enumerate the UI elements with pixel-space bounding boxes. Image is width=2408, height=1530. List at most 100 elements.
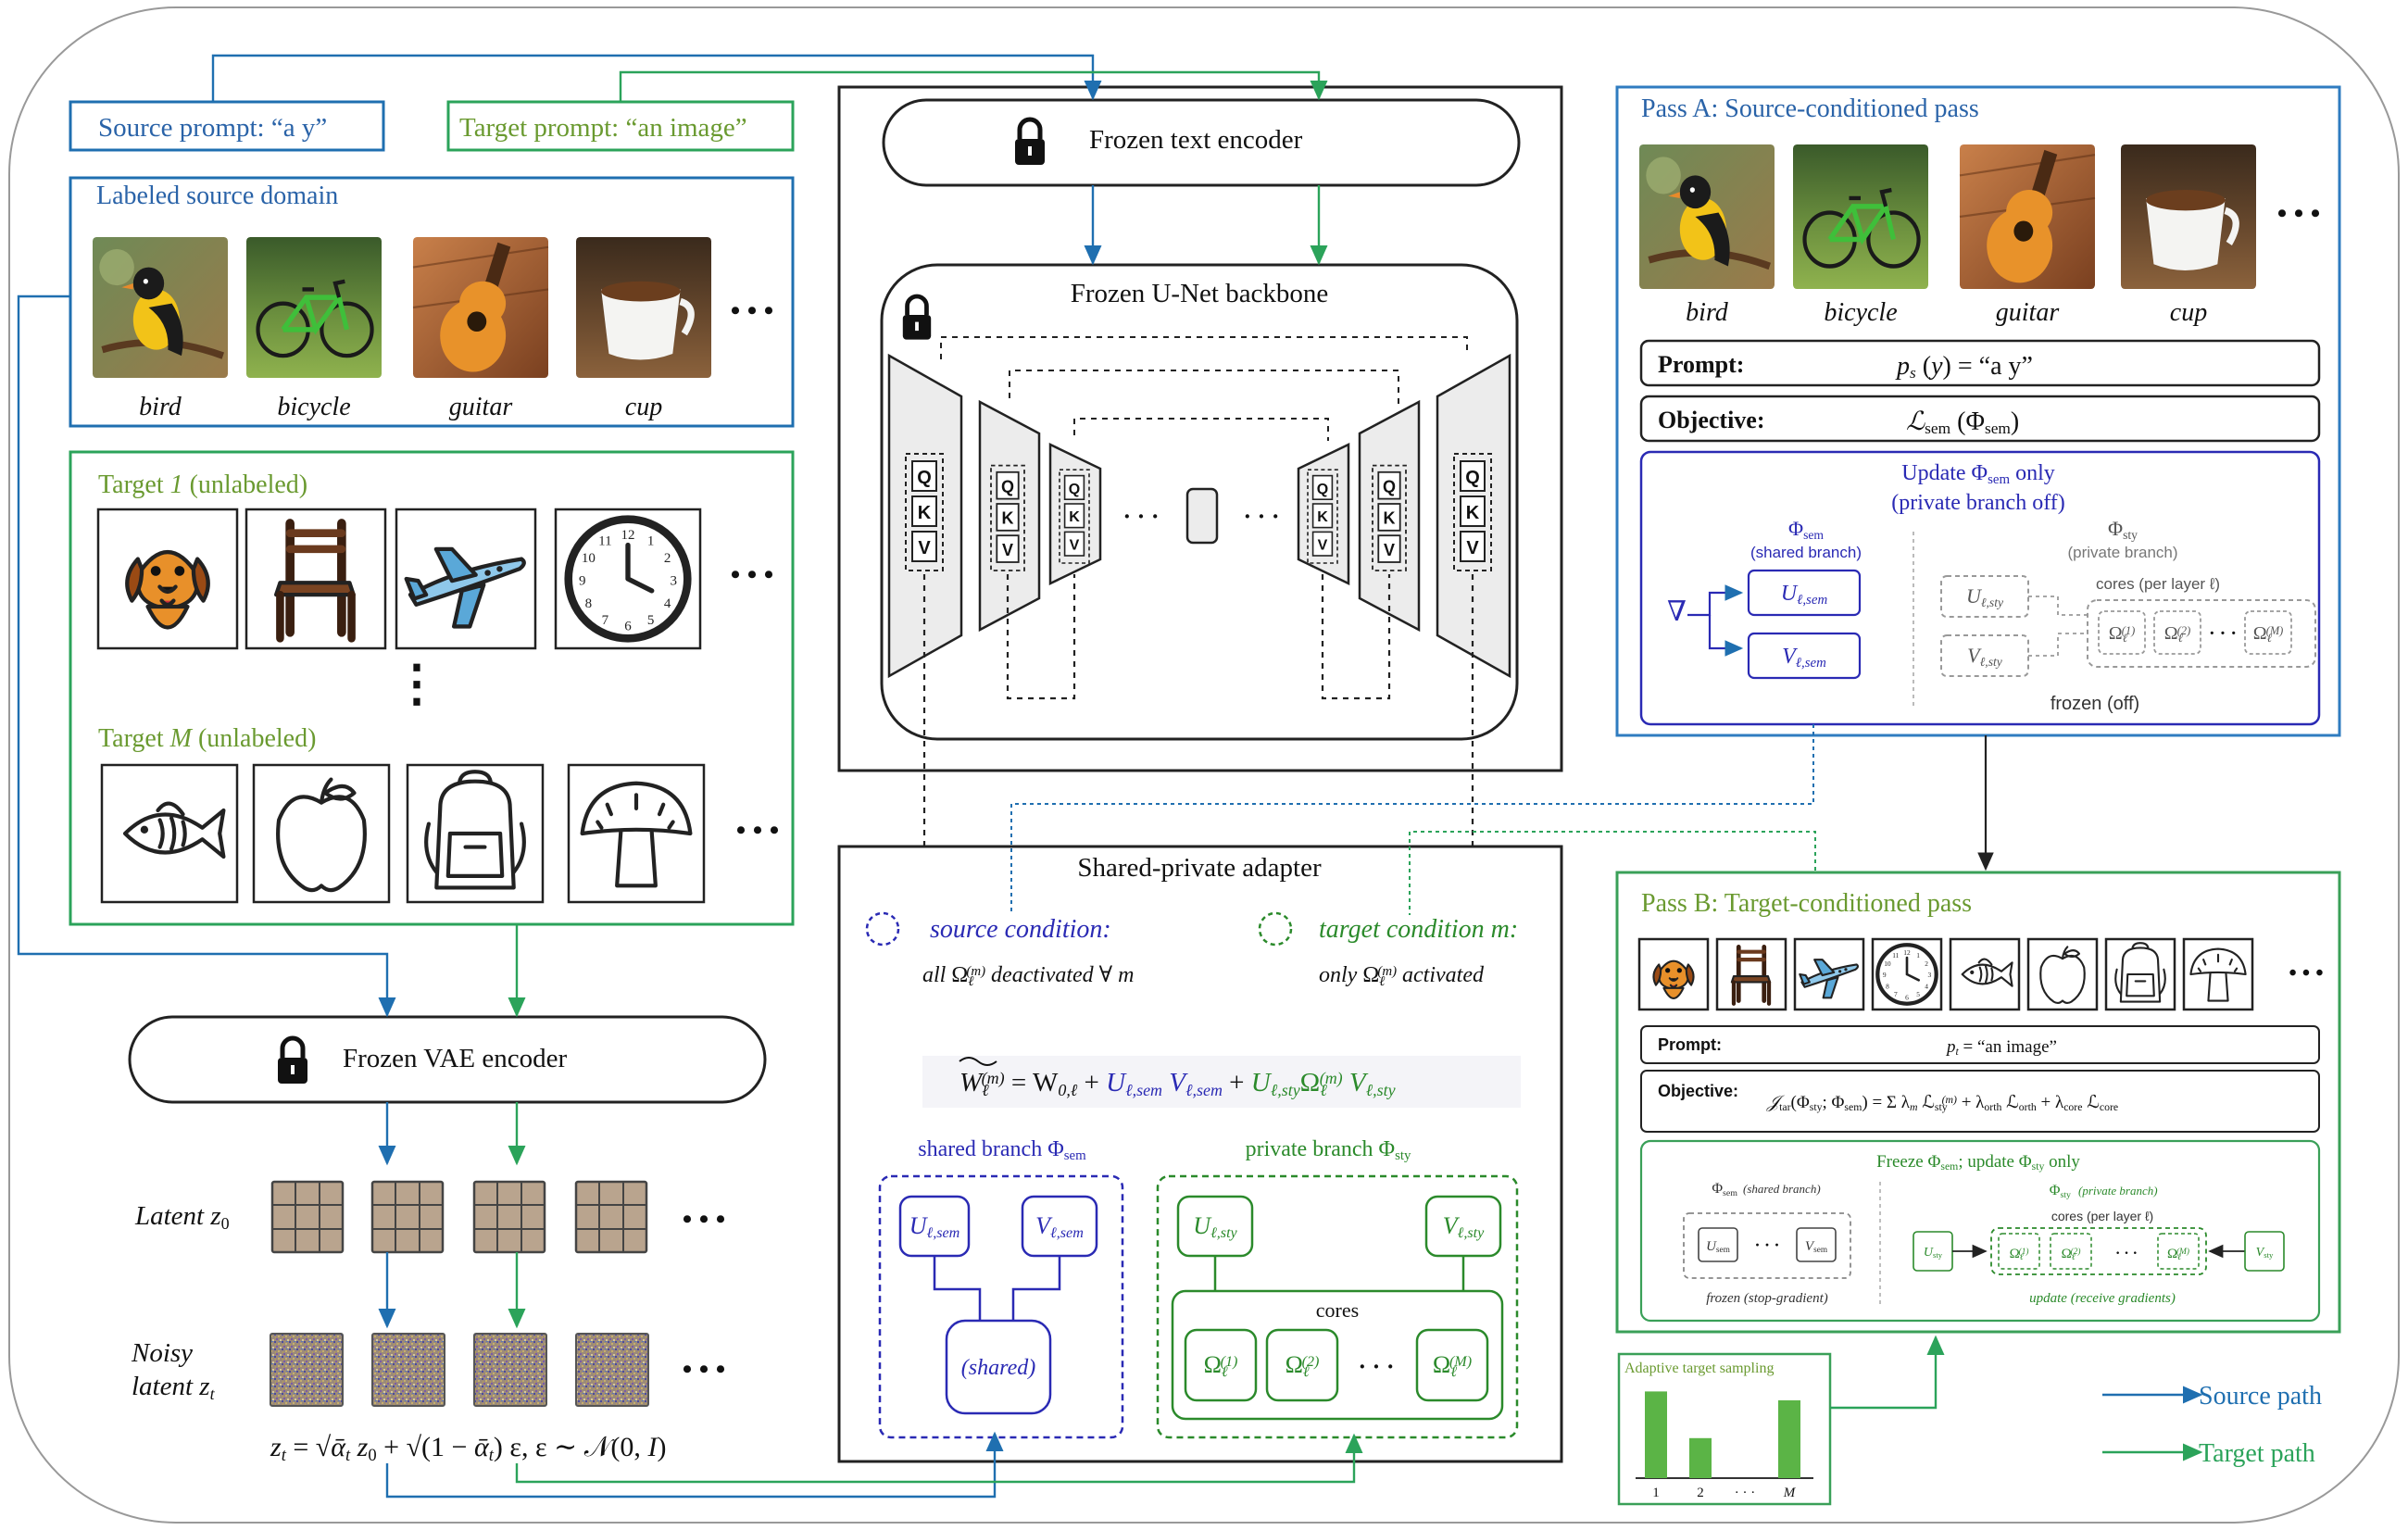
- bokeh: [1646, 157, 1681, 194]
- clock-numeral: 12: [1903, 948, 1911, 957]
- latent-grid-icon: [270, 1180, 345, 1254]
- latent-grid-icon: [370, 1180, 445, 1254]
- sampling-bar: [1689, 1437, 1712, 1478]
- noisy-latent-tile: [371, 1333, 445, 1407]
- clock-numeral: 6: [624, 620, 632, 634]
- mushroom-icon: [2182, 937, 2254, 1011]
- frozen-caption: frozen (off): [2051, 694, 2139, 714]
- pass-b-title: Pass B: Target-conditioned pass: [1641, 889, 1972, 918]
- latent-tile: [370, 1180, 445, 1254]
- stroke: [2131, 942, 2150, 949]
- latent-grid-icon: [574, 1180, 648, 1254]
- dots: · · ·: [1754, 1235, 1779, 1254]
- shared-core-label: (shared): [961, 1356, 1035, 1380]
- sampling-x-label: 2: [1697, 1486, 1704, 1500]
- clock-numeral: 2: [664, 551, 671, 566]
- core-label: Ωℓ(1): [1204, 1351, 1238, 1380]
- u-sem-label: Usem: [1706, 1239, 1731, 1255]
- qkv-letter: Q: [1069, 482, 1080, 497]
- gradient-arrow: [1687, 584, 1744, 617]
- target-m-title: Target M (unlabeled): [98, 724, 316, 753]
- formula-band: [922, 1056, 1521, 1108]
- sampling-x-label: · · ·: [1735, 1486, 1756, 1500]
- unet-title: Frozen U-Net backbone: [1071, 279, 1329, 308]
- bird-photo-icon: [1639, 144, 1775, 289]
- core-label: Ωℓ(1): [2010, 1247, 2029, 1262]
- airplane-icon-art: [1799, 959, 1859, 999]
- sampling-bar: [1645, 1391, 1667, 1478]
- stroke: [1669, 984, 1678, 988]
- mushroom-icon-art: [580, 781, 693, 888]
- cores-update-box: [1990, 1227, 2207, 1275]
- stroke: [2197, 953, 2239, 972]
- clock-numeral: 8: [1886, 982, 1889, 990]
- bird-photo-icon: [93, 237, 228, 378]
- stroke: [1822, 976, 1839, 999]
- qkv-group: [1059, 469, 1090, 564]
- qkv-letter: V: [1002, 541, 1013, 559]
- qkv-group: [1307, 469, 1338, 564]
- pass-a-image-label: guitar: [1996, 298, 2060, 327]
- sampling-x-label: 1: [1652, 1486, 1660, 1500]
- cup-photo-icon: [2121, 144, 2256, 289]
- stroke: [145, 604, 190, 630]
- photo-bg: [1793, 144, 1928, 289]
- v-sem-label: Vℓ,sem: [1782, 645, 1826, 671]
- stroke: [2207, 972, 2229, 1002]
- prompt-value: pt = “an image”: [1945, 1037, 2057, 1058]
- objective-label: Objective:: [1658, 407, 1765, 433]
- coffee: [2146, 190, 2226, 211]
- clock-numeral: 10: [582, 551, 596, 566]
- u-sem-label: Uℓ,sem: [1781, 582, 1828, 608]
- v-sty-label: Vℓ,sty: [1443, 1212, 1485, 1241]
- v-sty-label: Vsty: [2256, 1246, 2274, 1260]
- airplane-icon: [395, 508, 537, 650]
- target-condition-label: target condition m:: [1319, 915, 1518, 944]
- source-prompt-box: [69, 100, 385, 152]
- unet-dots: · · ·: [1243, 503, 1279, 530]
- adapter-weight-formula: Wℓ(m) = W0,ℓ + Uℓ,sem Vℓ,sem + Uℓ,styΩℓ(…: [959, 1068, 1396, 1099]
- latent-tile: [472, 1180, 546, 1254]
- dog-icon: [96, 508, 239, 650]
- qkv-cell: [1063, 531, 1085, 557]
- bicycle-photo-inner: [1793, 144, 1928, 289]
- bird-wing: [1695, 212, 1730, 267]
- more-dots: • • •: [2289, 961, 2323, 985]
- pass-a-objective-row: [1639, 395, 2321, 443]
- guitar-photo-icon: [1959, 144, 2096, 289]
- backpack-icon: [406, 763, 545, 904]
- shared-link: [1011, 1256, 1061, 1321]
- stroke: [319, 777, 333, 805]
- stroke: [1977, 958, 1993, 966]
- qkv-attention: QKV: [1059, 469, 1090, 564]
- stroke: [2061, 946, 2069, 960]
- more-dots: • • •: [2277, 198, 2321, 229]
- stroke: [1731, 980, 1772, 1006]
- qkv-letter: K: [1466, 503, 1480, 523]
- pass-b-prompt-row: [1640, 1025, 2320, 1064]
- phi-sem-label: Φsem: [1712, 1181, 1737, 1198]
- source-condition-label: source condition:: [930, 915, 1111, 944]
- qkv-attention: QKV: [1307, 469, 1338, 564]
- bird-head: [1679, 175, 1712, 209]
- photo-bg: [246, 237, 382, 378]
- update-line-2: (private branch off): [1891, 491, 2064, 515]
- core-node: [2244, 610, 2292, 655]
- bicycle-photo-inner: [246, 237, 382, 378]
- clock-numeral: 1: [1916, 951, 1920, 959]
- lock-keyhole: [915, 321, 919, 332]
- bottleneck-block: [1185, 487, 1219, 545]
- frozen-caption: frozen (stop-gradient): [1706, 1291, 1828, 1306]
- qkv-letter: V: [1318, 538, 1328, 554]
- private-branch-box: [1156, 1174, 1519, 1439]
- fish-icon: [1949, 937, 2021, 1011]
- core-label: Ωℓ(2): [1286, 1351, 1320, 1380]
- lock-icon: [278, 1035, 307, 1084]
- objective-value: 𝒥tar(Φsty; Φsem) = Σ λm ℒsty(m) + λorth …: [1766, 1093, 2118, 1113]
- core-node: [2153, 610, 2201, 655]
- stroke: [458, 770, 493, 784]
- stroke: [2039, 954, 2086, 1004]
- pass-b-objective-row: [1640, 1070, 2320, 1133]
- bird-beak: [121, 282, 133, 290]
